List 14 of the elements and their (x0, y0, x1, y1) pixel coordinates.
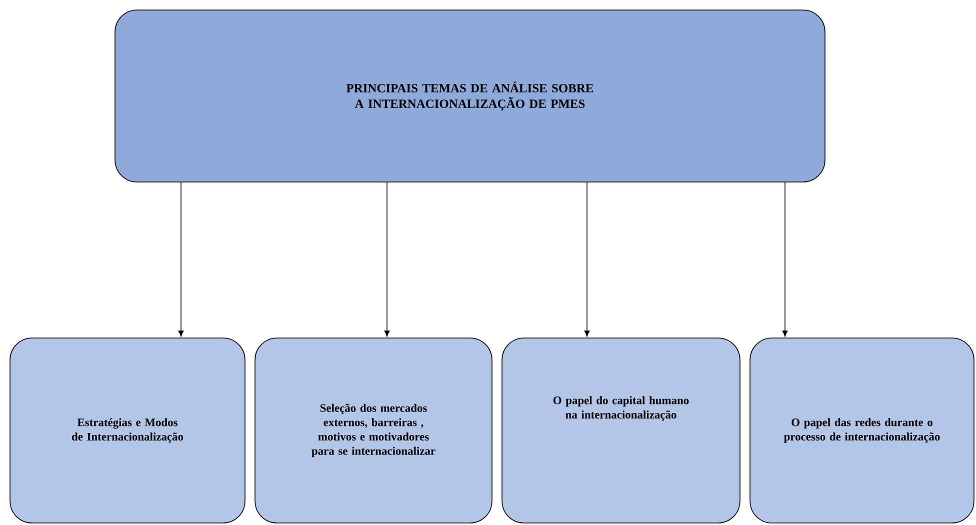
box-text: O papel das redes durante o processo de internacionalização (784, 418, 940, 443)
box-text: Estratégias e Modos de Internacionalização (72, 418, 184, 443)
box-text: O papel do capital humano na internacionalização (553, 396, 689, 421)
subtopic-box (750, 338, 974, 524)
arrow (384, 182, 390, 337)
subtopic-box (502, 338, 740, 524)
topic-box (114, 10, 826, 182)
subtopic-box (10, 338, 246, 524)
subtopic-box (254, 338, 492, 524)
arrow (178, 182, 184, 337)
box-text: Seleção dos mercados externos, barreiras , motivos e motivadores para se internacionalizar (312, 404, 436, 458)
arrow (584, 182, 590, 337)
arrow (782, 182, 788, 337)
box-text: PRINCIPAIS TEMAS DE ANÁLISE SOBRE A INTERNACIONALIZAÇÃO DE PMES (346, 82, 594, 110)
